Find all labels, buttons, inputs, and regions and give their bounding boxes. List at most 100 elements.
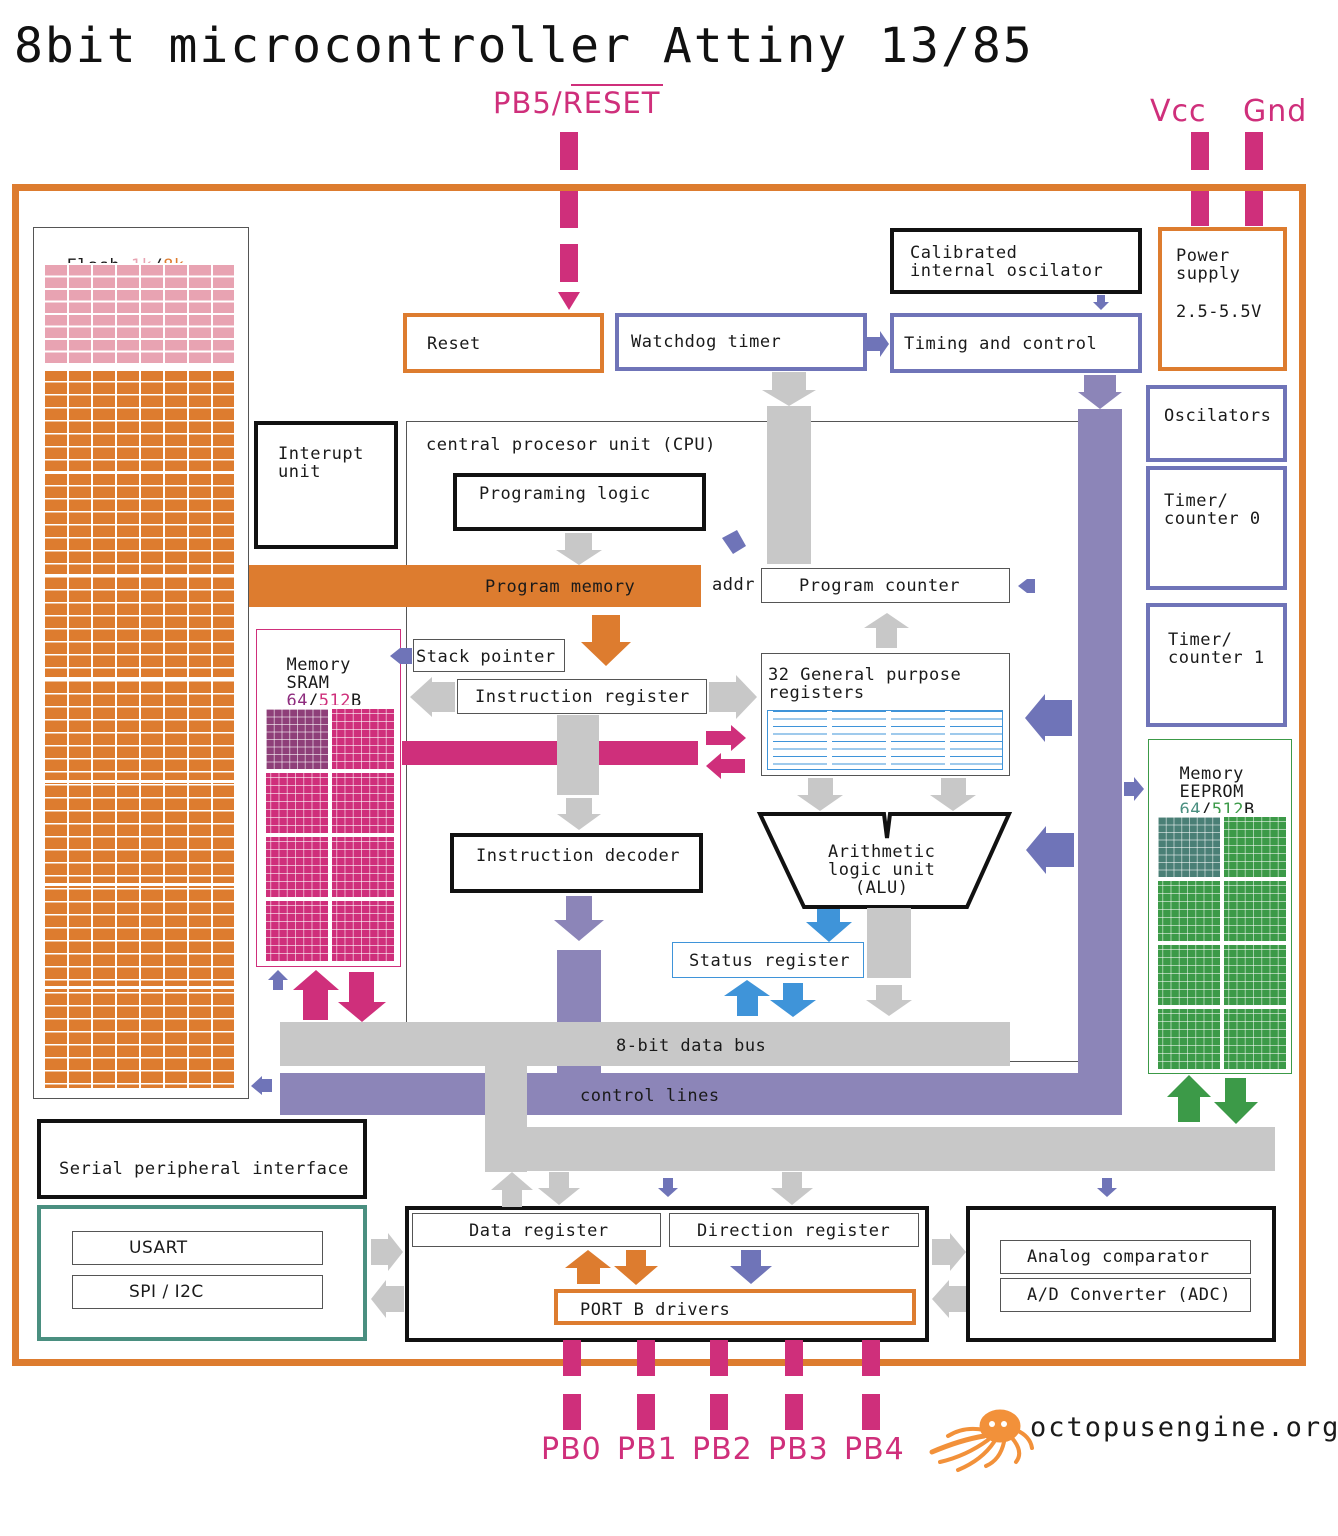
- pb1-pin-2: [637, 1394, 655, 1430]
- oscillators: Oscilators: [1146, 385, 1287, 462]
- power-supply: Power supply 2.5-5.5V: [1158, 227, 1287, 371]
- vcc-pin-2: [1191, 186, 1209, 226]
- pb4-pin-2: [862, 1394, 880, 1430]
- spi-i2c-label: SPI / I2C: [129, 1282, 204, 1302]
- arrow-reg-to-alu-b: [930, 778, 976, 811]
- eeprom-size-unit: B: [1243, 800, 1255, 820]
- gnd-pin-2: [1245, 186, 1263, 226]
- timer1-label: Timer/ counter 1: [1168, 630, 1265, 668]
- serial-peripheral-interface: Serial peripheral interface: [37, 1119, 367, 1199]
- eeprom-size-sep: /: [1200, 800, 1212, 820]
- arrow-ir-left: [410, 677, 455, 717]
- arrow-portb-down: [538, 1172, 580, 1205]
- control-lines-label: control lines: [580, 1086, 720, 1106]
- arrow-alu-to-status: [806, 909, 852, 942]
- arrow-sram-up: [293, 970, 339, 1020]
- reset-overline: [571, 84, 663, 86]
- timing-control-label: Timing and control: [904, 334, 1098, 354]
- sram-label-line1: Memory: [286, 655, 351, 675]
- programming-logic: Programing logic: [453, 473, 706, 531]
- arrow-analog-to-portb: [932, 1280, 966, 1318]
- adc: A/D Converter (ADC): [1000, 1278, 1251, 1312]
- reset-pin-line: [560, 132, 578, 170]
- adc-label: A/D Converter (ADC): [1027, 1285, 1231, 1305]
- programming-logic-label: Programing logic: [479, 484, 651, 504]
- eeprom-label-line2: EEPROM: [1179, 782, 1244, 802]
- spi-i2c: SPI / I2C: [72, 1275, 323, 1309]
- calibrated-oscillator-label: Calibrated internal oscilator: [910, 243, 1104, 281]
- program-counter-label: Program counter: [799, 576, 961, 596]
- pin-label-reset: PB5/RESET: [493, 86, 661, 120]
- pin-label-pb1: PB1: [617, 1432, 678, 1467]
- instruction-register-label: Instruction register: [475, 687, 690, 707]
- spi-block-label: Serial peripheral interface: [59, 1159, 349, 1179]
- data-register-label: Data register: [469, 1221, 609, 1241]
- timing-and-control: Timing and control: [890, 313, 1142, 373]
- eeprom-grid-small: [1158, 817, 1220, 877]
- program-memory: Program memory: [249, 565, 701, 607]
- watchdog-timer: Watchdog timer: [615, 313, 867, 371]
- arrow-watchdog-to-timing: [867, 331, 889, 357]
- usart: USART: [72, 1231, 323, 1265]
- arrow-portb-ctrl: [658, 1178, 678, 1197]
- interrupt-unit-label: Interupt unit: [278, 444, 364, 482]
- cpu-label: central procesor unit (CPU): [426, 435, 716, 455]
- sram-grid: [262, 705, 395, 961]
- arrow-status-up: [724, 980, 770, 1016]
- arrow-mem-to-ir: [581, 615, 631, 666]
- arrow-control-to-eeprom: [1124, 777, 1144, 801]
- arrow-driver-up: [565, 1250, 611, 1284]
- arrow-prog-to-mem: [556, 533, 602, 565]
- serial-modules: USART SPI / I2C: [37, 1205, 367, 1341]
- pb3-pin-2: [785, 1394, 803, 1430]
- data-bus: 8-bit data bus: [280, 1022, 1010, 1066]
- arrow-osc-to-timing: [1093, 295, 1109, 310]
- sram-size-sep: /: [307, 691, 319, 711]
- arrow-reg-to-pc: [864, 613, 909, 648]
- general-purpose-registers: 32 General purpose registers: [761, 653, 1010, 776]
- alu-label: Arithmetic logic unit (ALU): [828, 842, 936, 898]
- data-bus-lower: [485, 1127, 1275, 1171]
- vcc-pin: [1191, 132, 1209, 170]
- arrow-direction-down: [771, 1172, 813, 1205]
- pb2-pin: [710, 1340, 728, 1376]
- arrow-alu-to-bus: [866, 985, 912, 1016]
- pin-label-pb2: PB2: [692, 1432, 753, 1467]
- arrow-status-down: [770, 983, 816, 1017]
- eeprom-label-2: EEPROM: [1158, 765, 1244, 801]
- arrow-into-stack: [390, 648, 412, 664]
- pin-label-vcc: Vcc: [1150, 94, 1207, 129]
- arrow-to-decoder: [557, 798, 601, 830]
- usart-label: USART: [129, 1238, 188, 1258]
- watchdog-to-pc-bus: [767, 406, 811, 564]
- arrow-flash-left: [251, 1076, 272, 1095]
- flash-grid-large: [43, 368, 234, 1088]
- pb1-pin: [637, 1340, 655, 1376]
- logo-text: octopusengine.org: [1030, 1412, 1338, 1443]
- pb0-pin-2: [563, 1394, 581, 1430]
- arrow-ir-right: [709, 675, 757, 719]
- timer-counter-1: Timer/ counter 1: [1146, 603, 1287, 727]
- program-counter: Program counter: [761, 568, 1010, 603]
- ir-to-decoder-path: [557, 715, 599, 795]
- eeprom-label: Memory: [1158, 747, 1244, 783]
- direction-register: Direction register: [669, 1213, 919, 1247]
- arrow-eeprom-down: [1214, 1078, 1258, 1124]
- sram-grid-small: [266, 709, 328, 769]
- flash-grid-small: [43, 263, 234, 363]
- status-register-label: Status register: [689, 951, 851, 971]
- sram-label-line2: SRAM: [286, 673, 330, 693]
- arrow-direction-to-driver: [730, 1250, 772, 1284]
- chip-outline: [12, 184, 1306, 1366]
- data-bus-crossing: [485, 1066, 527, 1172]
- arrow-control-to-alu: [1026, 826, 1074, 874]
- arrow-portb-to-analog: [932, 1233, 966, 1271]
- arrow-reg-to-alu-a: [797, 778, 843, 811]
- pin-label-pb3: PB3: [768, 1432, 829, 1467]
- analog-block: Analog comparator A/D Converter (ADC): [966, 1206, 1276, 1342]
- instruction-decoder-label: Instruction decoder: [476, 846, 680, 866]
